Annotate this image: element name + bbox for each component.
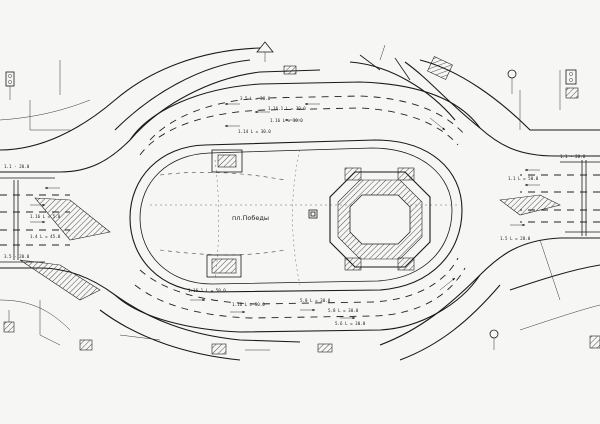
lane-label: 1.1 - 20.0	[4, 164, 30, 169]
pedestrian-crossing-icon	[79, 339, 93, 351]
pedestrian-crossing-icon	[427, 56, 453, 80]
lane-label: 1.16 L = 50.0	[232, 302, 265, 307]
east-approach	[479, 127, 600, 276]
lane-label: 5.8 L = 30.0	[300, 298, 331, 303]
lane-labels: 3.5 L = 30.0 1.16.1 L = 30.0 1.16 L = 30…	[4, 96, 586, 326]
marker-square	[308, 209, 318, 219]
lane-label: 1.16 L = 30.0	[270, 118, 303, 123]
road-sign-icon	[507, 69, 517, 94]
pavilion-north	[211, 149, 243, 173]
monument-icon	[329, 167, 431, 271]
survey-lines	[29, 44, 561, 351]
victory-square: пл.Победы	[150, 149, 460, 286]
road-sign-icon	[489, 329, 499, 350]
traffic-light-icon	[589, 335, 600, 349]
road-sign-icon	[256, 41, 274, 62]
pedestrian-crossing-icon	[317, 343, 333, 353]
lane-label: 5.6 L = 30.0	[335, 321, 366, 326]
pavilion-south	[206, 254, 242, 278]
traffic-light-icon	[565, 69, 579, 99]
lane-label: 1.16.1 L = 30.0	[268, 106, 306, 111]
lane-label: 1.1 - 20.0	[560, 154, 586, 159]
west-approach	[0, 139, 131, 301]
traffic-devices	[3, 41, 600, 355]
lane-label: 3.5 L = 30.0	[240, 96, 271, 101]
pedestrian-crossing-icon	[283, 65, 297, 75]
lane-label: 1.1 L = 50.0	[508, 176, 539, 181]
traffic-light-icon	[5, 71, 15, 100]
pedestrian-crossing-icon	[211, 343, 227, 355]
lane-label: 1.5 L = 28.0	[500, 236, 531, 241]
lane-arrows	[30, 102, 540, 320]
lane-label: 5.8 L = 30.0	[328, 308, 359, 313]
ring-road	[114, 81, 481, 333]
north-approaches	[0, 47, 600, 151]
lane-label: 1.16 L = 5.0	[30, 214, 61, 219]
lane-label: 1.16.1 L = 50.0	[188, 288, 226, 293]
lane-label: 1.4 L = 45.0	[30, 234, 61, 239]
lane-label: 1.14 L = 30.0	[238, 129, 271, 134]
square-label: пл.Победы	[232, 214, 269, 222]
lane-label: 3.5 - 20.0	[4, 254, 30, 259]
traffic-light-icon	[3, 310, 15, 333]
